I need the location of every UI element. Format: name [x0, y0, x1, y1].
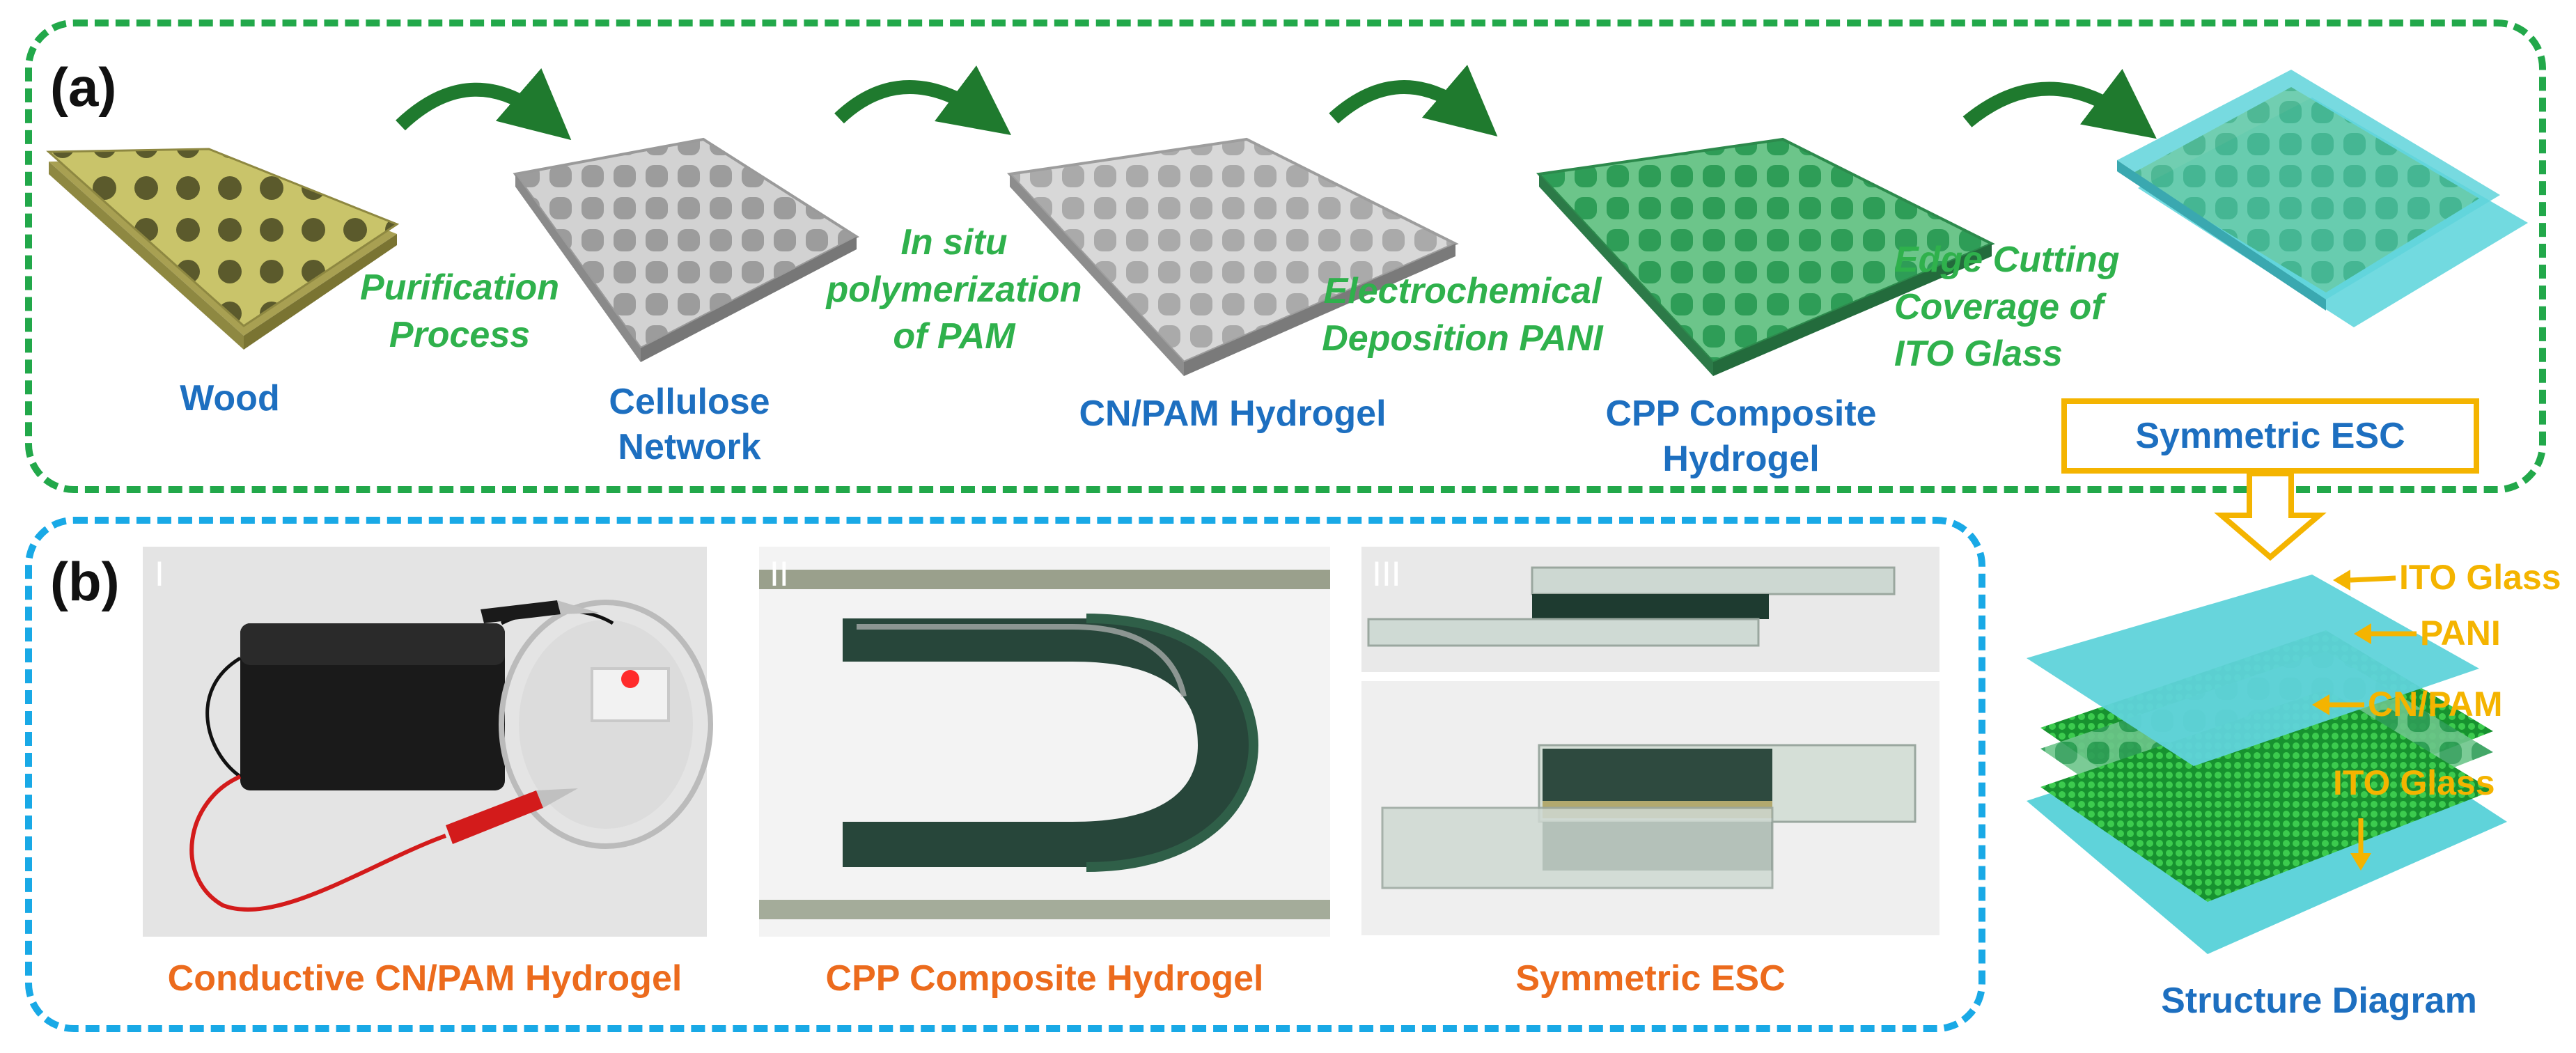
panel-b-frame: [25, 517, 1985, 1032]
structure-diagram: [2027, 570, 2507, 954]
cpp-hydrogel-illustration: [1536, 137, 1995, 376]
label-cpp-hydrogel: CPP Composite Hydrogel: [1605, 393, 1877, 479]
arrow-4: [1962, 68, 2157, 139]
esc-illustration: [2117, 70, 2528, 327]
symmetric-esc-label: Symmetric ESC: [2135, 415, 2405, 456]
step-edge-cutting: Edge Cutting Coverage of ITO Glass: [1894, 240, 2120, 375]
arrow-2: [834, 65, 1012, 135]
layer-label-cnpam: CN/PAM: [2368, 685, 2503, 724]
wood-illustration: [46, 148, 400, 350]
layer-label-ito-bottom: ITO Glass: [2333, 763, 2495, 802]
cellulose-network-illustration: [513, 137, 860, 362]
step-in-situ-polymerization: In situ polymerization of PAM: [826, 222, 1082, 357]
arrow-3: [1329, 64, 1498, 137]
photo-1: [143, 547, 713, 937]
step-electrochemical-deposition: Electrochemical Deposition PANI: [1322, 271, 1603, 359]
symmetric-esc-box: Symmetric ESC: [2061, 398, 2479, 474]
photo-3-tag: III: [1372, 554, 1401, 593]
step-purification: Purification Process: [359, 267, 560, 355]
cnpam-hydrogel-illustration: [1006, 137, 1459, 376]
photo-2: [759, 547, 1330, 937]
structure-diagram-caption: Structure Diagram: [2161, 981, 2477, 1021]
label-wood: Wood: [180, 378, 280, 419]
photo-1-tag: I: [155, 554, 164, 593]
caption-photo-1: Conductive CN/PAM Hydrogel: [167, 958, 682, 999]
panel-a-label: (a): [50, 56, 117, 118]
photo-3: [1361, 547, 1939, 935]
panel-b-label: (b): [50, 551, 120, 612]
down-arrow: [2214, 471, 2327, 561]
caption-photo-3: Symmetric ESC: [1515, 958, 1786, 999]
panel-a-frame: [25, 20, 2546, 493]
layer-label-pani: PANI: [2420, 614, 2501, 653]
caption-photo-2: CPP Composite Hydrogel: [825, 958, 1264, 999]
layer-label-ito-top: ITO Glass: [2399, 558, 2561, 597]
photo-2-tag: II: [770, 554, 789, 593]
arrow-1: [396, 68, 572, 141]
label-cellulose-network: Cellulose Network: [609, 382, 770, 467]
label-cnpam-hydrogel: CN/PAM Hydrogel: [1079, 393, 1387, 434]
